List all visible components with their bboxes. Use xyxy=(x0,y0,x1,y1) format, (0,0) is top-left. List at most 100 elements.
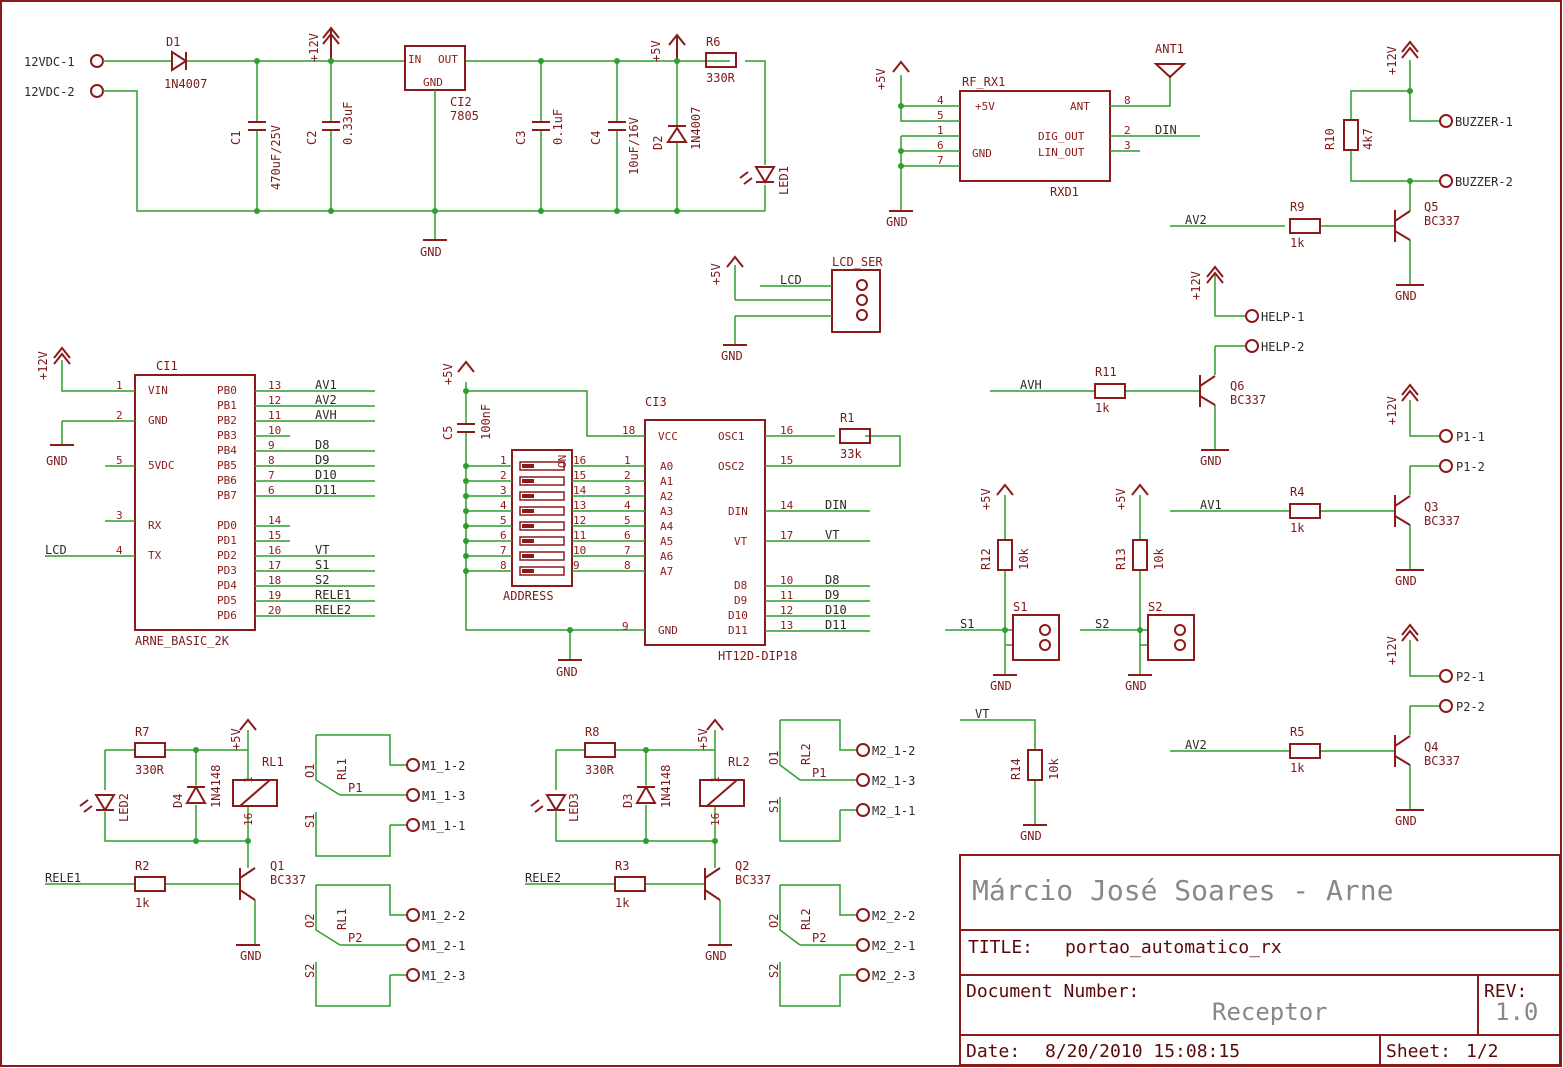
svg-text:17: 17 xyxy=(780,529,793,542)
svg-text:RL1: RL1 xyxy=(335,758,349,780)
r6-resistor[interactable] xyxy=(705,52,737,68)
svg-text:BC337: BC337 xyxy=(1424,754,1460,768)
r3-resistor[interactable] xyxy=(614,876,646,892)
rf-din-net: DIN xyxy=(1155,123,1177,137)
p21-pad[interactable] xyxy=(1439,669,1453,683)
address-label: ADDRESS xyxy=(503,589,554,603)
svg-text:RL2: RL2 xyxy=(799,743,813,765)
svg-text:LED2: LED2 xyxy=(117,793,131,822)
svg-text:PD3: PD3 xyxy=(217,564,237,577)
dip-switch-slot[interactable] xyxy=(519,536,565,546)
svg-text:GND: GND xyxy=(990,679,1012,693)
svg-text:GND: GND xyxy=(1395,814,1417,828)
p22-pad[interactable] xyxy=(1439,699,1453,713)
r1-resistor[interactable] xyxy=(839,428,871,444)
svg-text:AV2: AV2 xyxy=(1185,738,1207,752)
v5-label-4: +5V xyxy=(441,363,455,385)
svg-text:P1-1: P1-1 xyxy=(1456,430,1485,444)
r7-resistor[interactable] xyxy=(134,742,166,758)
r9-resistor[interactable] xyxy=(1289,218,1321,234)
svg-text:M2_2-3: M2_2-3 xyxy=(872,969,915,983)
r13-resistor[interactable] xyxy=(1132,539,1148,571)
svg-text:330R: 330R xyxy=(135,763,165,777)
lcd-ser-header[interactable] xyxy=(831,269,881,333)
svg-text:D11: D11 xyxy=(315,483,337,497)
v5-label-1: +5V xyxy=(649,40,663,62)
r4-resistor[interactable] xyxy=(1289,503,1321,519)
vdc1-pad[interactable] xyxy=(90,54,104,68)
r14-resistor[interactable] xyxy=(1027,749,1043,781)
dip-switch-slot[interactable] xyxy=(519,566,565,576)
vdc2-pad[interactable] xyxy=(90,84,104,98)
svg-text:8: 8 xyxy=(268,454,275,467)
ci3-chip[interactable] xyxy=(644,419,766,646)
svg-text:O2: O2 xyxy=(303,914,317,928)
p11-pad[interactable] xyxy=(1439,429,1453,443)
svg-text:S1: S1 xyxy=(1013,600,1027,614)
dip-switch-slot[interactable] xyxy=(519,551,565,561)
rl1-coil[interactable] xyxy=(232,779,278,807)
dip-switch-slot[interactable] xyxy=(519,506,565,516)
svg-text:2: 2 xyxy=(500,469,507,482)
r5-resistor[interactable] xyxy=(1289,743,1321,759)
buzzer1-pad[interactable] xyxy=(1439,114,1453,128)
svg-text:PD2: PD2 xyxy=(217,549,237,562)
rxd1-label: RXD1 xyxy=(1050,185,1079,199)
v12-label-5: +12V xyxy=(1385,396,1399,425)
svg-text:PB6: PB6 xyxy=(217,474,237,487)
r12-resistor[interactable] xyxy=(997,539,1013,571)
v12-label-1: +12V xyxy=(307,33,321,62)
svg-text:A1: A1 xyxy=(660,475,673,488)
svg-text:RL1: RL1 xyxy=(262,755,284,769)
svg-text:OSC2: OSC2 xyxy=(718,460,745,473)
ci1-chip[interactable] xyxy=(134,374,256,631)
r10-resistor[interactable] xyxy=(1343,119,1359,151)
dip-switch-slot[interactable] xyxy=(519,461,565,471)
address-dip-switch[interactable] xyxy=(511,449,573,587)
svg-text:GND: GND xyxy=(1395,574,1417,588)
svg-text:VT: VT xyxy=(734,535,748,548)
svg-text:1k: 1k xyxy=(1290,761,1305,775)
svg-text:9: 9 xyxy=(268,439,275,452)
rl2-coil[interactable] xyxy=(699,779,745,807)
svg-text:10: 10 xyxy=(573,544,586,557)
svg-text:10k: 10k xyxy=(1047,758,1061,780)
svg-text:TX: TX xyxy=(148,549,162,562)
r11-resistor[interactable] xyxy=(1094,383,1126,399)
svg-text:BUZZER-1: BUZZER-1 xyxy=(1455,115,1513,129)
svg-text:RELE1: RELE1 xyxy=(45,871,81,885)
dip-switch-slot[interactable] xyxy=(519,476,565,486)
help1-pad[interactable] xyxy=(1245,309,1259,323)
svg-text:PB2: PB2 xyxy=(217,414,237,427)
s2-switch[interactable] xyxy=(1147,614,1195,661)
p12-pad[interactable] xyxy=(1439,459,1453,473)
svg-text:5: 5 xyxy=(116,454,123,467)
svg-text:HELP-1: HELP-1 xyxy=(1261,310,1304,324)
svg-text:1k: 1k xyxy=(615,896,630,910)
svg-text:6: 6 xyxy=(937,139,944,152)
c3-label: C3 xyxy=(514,131,528,145)
svg-text:7: 7 xyxy=(624,544,631,557)
svg-text:5: 5 xyxy=(937,109,944,122)
svg-text:20: 20 xyxy=(268,604,281,617)
c5-value: 100nF xyxy=(479,404,493,440)
svg-text:M2_1-3: M2_1-3 xyxy=(872,774,915,788)
dip-switch-lever xyxy=(522,509,534,513)
dip-switch-slot[interactable] xyxy=(519,491,565,501)
svg-text:PD4: PD4 xyxy=(217,579,237,592)
svg-text:13: 13 xyxy=(573,499,586,512)
help2-pad[interactable] xyxy=(1245,339,1259,353)
dip-switch-slot[interactable] xyxy=(519,521,565,531)
v5-label-6: +5V xyxy=(1114,488,1128,510)
svg-text:BC337: BC337 xyxy=(1424,214,1460,228)
ci2-label: CI2 xyxy=(450,95,472,109)
r2-resistor[interactable] xyxy=(134,876,166,892)
svg-text:3: 3 xyxy=(116,509,123,522)
buzzer2-pad[interactable] xyxy=(1439,174,1453,188)
r8-resistor[interactable] xyxy=(584,742,616,758)
v5-label-7: +5V xyxy=(229,728,243,750)
svg-text:R3: R3 xyxy=(615,859,629,873)
c1-value: 470uF/25V xyxy=(269,125,283,190)
s1-switch[interactable] xyxy=(1012,614,1060,661)
svg-text:8: 8 xyxy=(624,559,631,572)
